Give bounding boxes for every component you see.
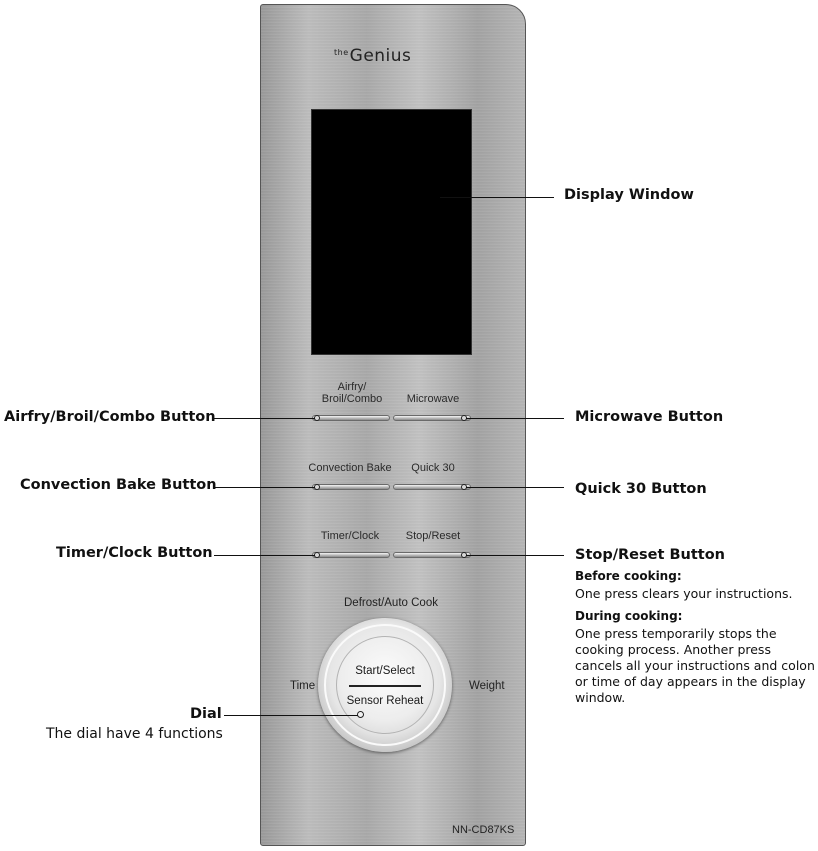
quick30-button-label: Quick 30 [411, 462, 455, 474]
quick30-callout: Quick 30 Button [575, 481, 707, 497]
timer-clock-button-label: Timer/Clock [320, 530, 380, 542]
convection-bake-button-label: Convection Bake [308, 462, 392, 474]
dial-ring [324, 624, 446, 746]
dial-right-label: Weight [469, 680, 505, 692]
before-cooking-text: One press clears your instructions. [575, 586, 793, 601]
display-window-callout: Display Window [564, 187, 694, 203]
during-cooking-text: One press temporarily stops the cooking … [575, 626, 815, 705]
microwave-callout: Microwave Button [575, 409, 724, 425]
before-cooking-heading: Before cooking: [575, 569, 682, 583]
microwave-button-label: Microwave [406, 393, 460, 405]
convection-bake-button[interactable] [312, 484, 390, 490]
timer-clock-button[interactable] [312, 552, 390, 558]
stop-reset-button-label: Stop/Reset [405, 530, 461, 542]
model-number: NN-CD87KS [452, 824, 515, 836]
quick30-leader [466, 487, 564, 489]
dial-leader [224, 715, 358, 717]
quick30-button[interactable] [393, 484, 471, 490]
display-window [311, 109, 472, 355]
stop-reset-leader [466, 555, 564, 557]
dial-callout: Dial [190, 706, 222, 722]
dial-description: The dial have 4 functions [46, 726, 223, 742]
timer-leader [214, 555, 315, 557]
convection-callout: Convection Bake Button [20, 477, 217, 493]
dial-indicator-dot [357, 711, 364, 718]
airfry-button-label: Airfry/ Broil/Combo [321, 381, 383, 405]
during-cooking-heading: During cooking: [575, 609, 683, 623]
timer-callout: Timer/Clock Button [56, 545, 213, 561]
brand-name: Genius [349, 46, 412, 66]
airfry-callout: Airfry/Broil/Combo Button [4, 409, 216, 425]
dial-top-label: Defrost/Auto Cook [344, 597, 438, 609]
microwave-leader [466, 418, 564, 420]
display-window-leader [440, 197, 554, 199]
dial-divider [349, 685, 421, 687]
airfry-button[interactable] [312, 415, 390, 421]
convection-leader [214, 487, 315, 489]
stop-reset-callout: Stop/Reset Button [575, 547, 725, 563]
airfry-leader [214, 418, 315, 420]
microwave-button[interactable] [393, 415, 471, 421]
start-select-label: Start/Select [355, 665, 415, 677]
brand-prefix: the [334, 48, 349, 57]
dial-left-label: Time [290, 680, 316, 692]
sensor-reheat-label: Sensor Reheat [346, 695, 424, 707]
brand-logo: theGenius [334, 46, 444, 66]
stop-reset-button[interactable] [393, 552, 471, 558]
